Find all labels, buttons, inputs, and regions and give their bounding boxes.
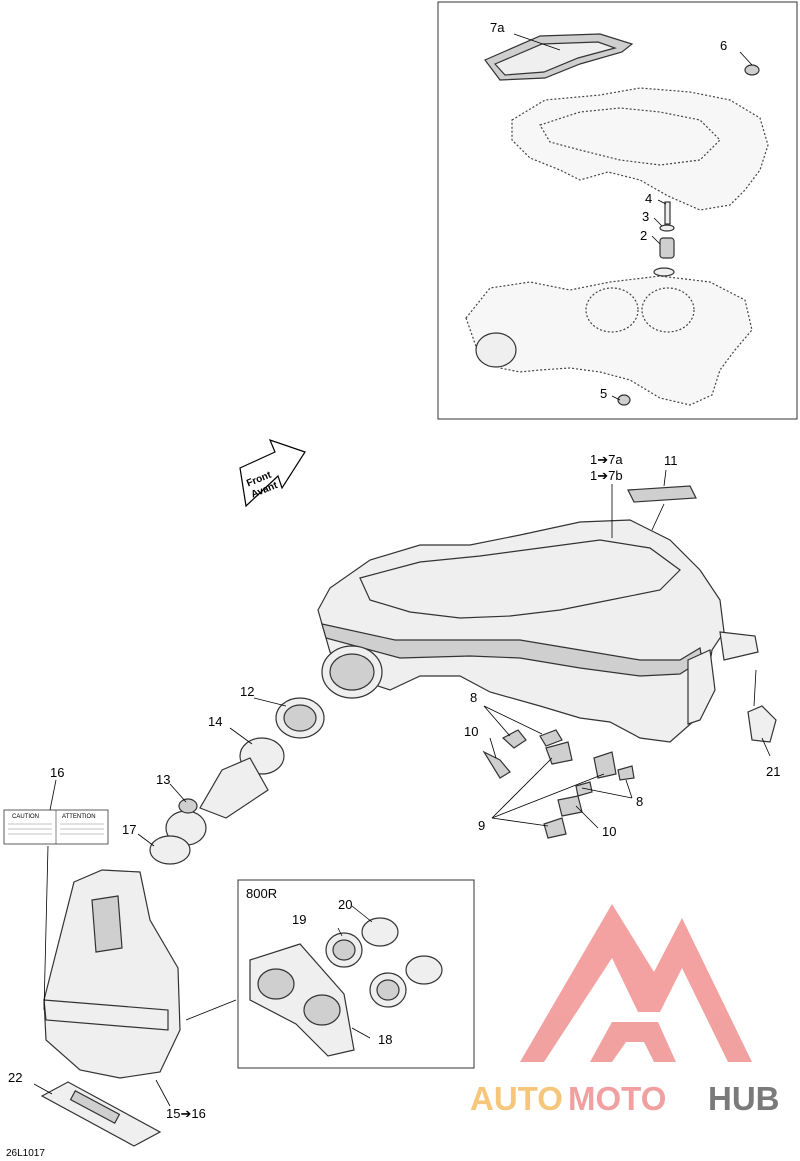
800r-label: 800R <box>246 886 277 901</box>
part-7a-cover <box>484 33 634 81</box>
label-11: 11 <box>664 453 678 468</box>
label-15-16: 15➔16 <box>166 1106 206 1121</box>
caution-label-title: CAUTION <box>12 814 39 820</box>
diagram-id: 26L1017 <box>6 1148 45 1159</box>
label-19: 19 <box>292 912 306 927</box>
label-13: 13 <box>156 772 170 787</box>
label-4: 4 <box>645 191 652 206</box>
watermark-logo <box>520 904 752 1062</box>
watermark-auto: AUTO <box>470 1080 563 1117</box>
label-2: 2 <box>640 228 647 243</box>
800r-parts <box>249 917 443 1057</box>
leader-lines <box>33 33 771 1107</box>
label-6: 6 <box>720 38 727 53</box>
label-10-lower: 10 <box>602 824 616 839</box>
silencer-box-15 <box>43 869 181 1079</box>
label-7a: 7a <box>490 20 505 35</box>
label-12: 12 <box>240 684 254 699</box>
watermark-moto: MOTO <box>568 1080 666 1117</box>
label-1-7b: 1➔7b <box>590 468 623 483</box>
watermark-hub: HUB <box>708 1080 780 1117</box>
label-3: 3 <box>642 209 649 224</box>
label-17: 17 <box>122 822 136 837</box>
top-inset-box <box>437 1 798 420</box>
pad-22 <box>40 1081 162 1147</box>
label-8-upper: 8 <box>470 690 477 705</box>
label-22: 22 <box>8 1070 22 1085</box>
part-21 <box>747 705 777 743</box>
label-18: 18 <box>378 1032 392 1047</box>
upper-housing-dotted <box>511 87 769 211</box>
label-8-lower: 8 <box>636 794 643 809</box>
label-14: 14 <box>208 714 222 729</box>
callout-labels: 7a 6 4 3 2 5 1➔7a 1➔7b 11 12 14 13 17 16… <box>8 20 780 1121</box>
intake-coupler-stack <box>149 697 325 865</box>
label-5: 5 <box>600 386 607 401</box>
clip-parts <box>482 729 635 839</box>
label-10-upper: 10 <box>464 724 478 739</box>
800r-inset-box <box>237 879 475 1069</box>
lower-housing-dotted <box>465 275 753 406</box>
label-20: 20 <box>338 897 352 912</box>
label-1-7a: 1➔7a <box>590 452 623 467</box>
front-direction-arrow <box>239 439 306 508</box>
attention-label-title: ATTENTION <box>62 814 96 820</box>
watermark-text: AUTO MOTO HUB <box>470 1080 780 1117</box>
label-9: 9 <box>478 818 485 833</box>
label-21: 21 <box>766 764 780 779</box>
part-11-pad <box>627 485 697 503</box>
label-16: 16 <box>50 765 64 780</box>
main-airbox <box>317 519 759 743</box>
caution-label-16: CAUTION ATTENTION <box>3 809 109 845</box>
